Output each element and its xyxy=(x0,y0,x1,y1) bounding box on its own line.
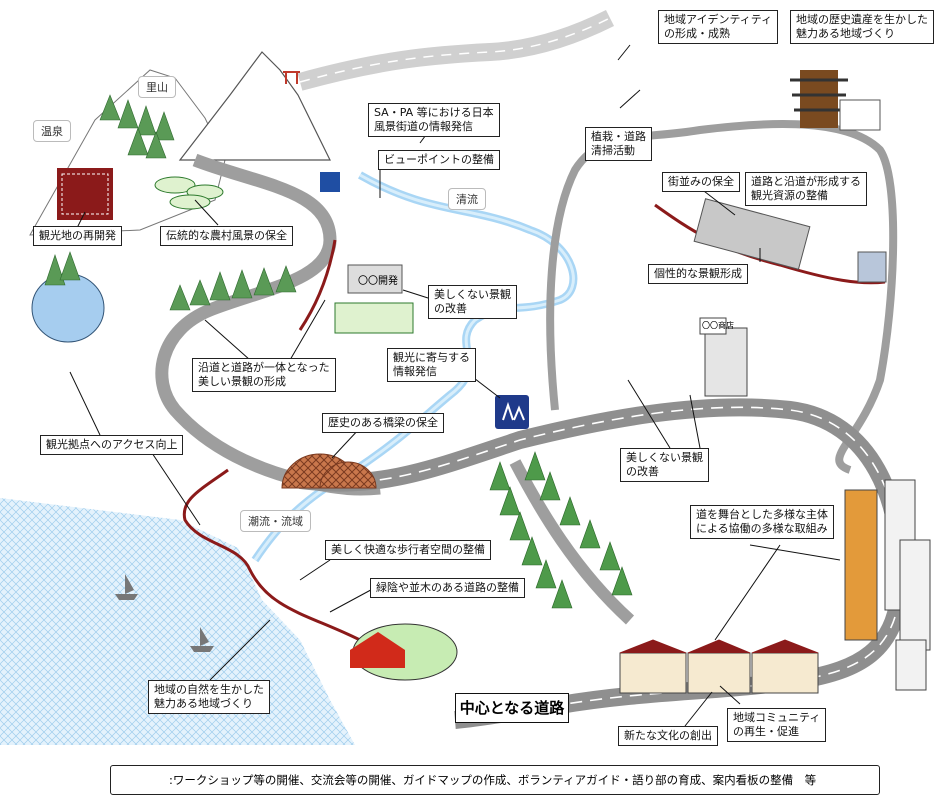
callout-roadside: 沿道と道路が一体となった 美しい景観の形成 xyxy=(192,358,336,392)
callout-identity-line1: 地域アイデンティティ xyxy=(664,13,773,26)
pagoda xyxy=(790,70,881,131)
callout-tourist-redevelopment: 観光地の再開発 xyxy=(33,226,122,246)
callout-community: 地域コミュニティ の再生・促進 xyxy=(727,708,827,742)
forest-tree-lined xyxy=(489,451,633,609)
callout-nature-line2: 魅力ある地域づくり xyxy=(154,697,253,710)
town-buildings xyxy=(619,639,819,694)
callout-identity: 地域アイデンティティ の形成・成熟 xyxy=(658,10,779,44)
callout-green-road: 緑陰や並木のある道路の整備 xyxy=(370,578,525,598)
callout-roadside-line2: 美しい景観の形成 xyxy=(198,375,286,388)
callout-nature-line1: 地域の自然を生かした xyxy=(154,683,264,696)
callout-ugly-landscape-1: 美しくない景観 の改善 xyxy=(428,285,517,319)
callout-resource: 道路と沿道が形成する 観光資源の整備 xyxy=(745,172,867,206)
callout-pedestrian: 美しく快適な歩行者空間の整備 xyxy=(325,540,491,560)
callout-stage: 道を舞台とした多様な主体 による協働の多様な取組み xyxy=(690,505,834,539)
callout-resource-line2: 観光資源の整備 xyxy=(751,189,828,202)
sailboat-2 xyxy=(190,627,214,652)
callout-ugly-landscape-2-line2: の改善 xyxy=(626,465,659,478)
callout-tourism-info: 観光に寄与する 情報発信 xyxy=(387,348,476,382)
callout-sa-pa: SA・PA 等における日本 風景街道の情報発信 xyxy=(368,103,500,137)
callout-identity-line2: の形成・成熟 xyxy=(664,27,730,40)
parking-cars xyxy=(857,251,887,283)
callout-nature: 地域の自然を生かした 魅力ある地域づくり xyxy=(148,680,270,714)
forest-left xyxy=(44,94,297,311)
callout-ugly-landscape-1-line1: 美しくない景観 xyxy=(434,288,511,301)
callout-community-line2: の再生・促進 xyxy=(733,725,799,738)
callout-stage-line1: 道を舞台とした多様な主体 xyxy=(696,508,828,521)
callout-traditional-farm: 伝統的な農村風景の保全 xyxy=(160,226,293,246)
callout-sa-pa-line2: 風景街道の情報発信 xyxy=(374,120,473,133)
callout-heritage-line1: 地域の歴史遺産を生かした xyxy=(796,13,928,26)
callout-tourism-info-line1: 観光に寄与する xyxy=(393,351,470,364)
area-label-satoyama: 里山 xyxy=(138,76,176,98)
callout-new-culture: 新たな文化の創出 xyxy=(618,726,718,746)
leader-lines xyxy=(69,44,841,727)
callout-planting: 植栽・道路 清掃活動 xyxy=(585,127,652,161)
expressway xyxy=(297,9,615,91)
callout-ugly-landscape-2-line1: 美しくない景観 xyxy=(626,451,703,464)
callout-planting-line1: 植栽・道路 xyxy=(591,130,646,143)
callout-ugly-landscape-1-line2: の改善 xyxy=(434,302,467,315)
torii-gate xyxy=(283,71,300,84)
callout-tourism-info-line2: 情報発信 xyxy=(393,365,437,378)
callout-sa-pa-line1: SA・PA 等における日本 xyxy=(374,106,494,119)
billboard-field xyxy=(334,302,414,334)
callout-stage-line2: による協働の多様な取組み xyxy=(696,522,828,535)
area-label-seiryu: 清流 xyxy=(448,188,486,210)
main-mountain xyxy=(178,51,331,161)
callout-access: 観光拠点へのアクセス向上 xyxy=(40,435,184,455)
red-house xyxy=(350,632,405,668)
callout-heritage: 地域の歴史遺産を生かした 魅力ある地域づくり xyxy=(790,10,934,44)
callout-unique-landscape: 個性的な景観形成 xyxy=(648,264,748,284)
pond xyxy=(31,273,105,343)
red-road-sea xyxy=(182,468,361,642)
sailboat-1 xyxy=(115,574,138,600)
central-road-label: 中心となる道路 xyxy=(455,693,569,723)
billboard xyxy=(347,264,403,294)
callout-planting-line2: 清掃活動 xyxy=(591,144,635,157)
callout-roadside-line1: 沿道と道路が一体となった xyxy=(198,361,330,374)
callout-ugly-landscape-2: 美しくない景観 の改善 xyxy=(620,448,709,482)
red-road-left xyxy=(298,239,337,331)
rice-fields xyxy=(154,176,224,210)
callout-bridge: 歴史のある橋梁の保全 xyxy=(322,413,444,433)
callout-viewpoint: ビューポイントの整備 xyxy=(378,150,500,170)
townscape-rowhouses xyxy=(693,198,811,270)
callout-resource-line1: 道路と沿道が形成する xyxy=(751,175,861,188)
hotel-building xyxy=(57,168,113,220)
building-sign-text: 〇〇商店 xyxy=(702,321,734,330)
tourism-signboard xyxy=(495,395,529,429)
callout-heritage-line2: 魅力ある地域づくり xyxy=(796,27,895,40)
high-rise-buildings xyxy=(844,479,931,691)
billboard-text: 〇〇開発 xyxy=(358,276,398,287)
area-label-tidal: 潮流・流域 xyxy=(240,510,311,532)
area-label-onsen: 温泉 xyxy=(33,120,71,142)
parking-sign xyxy=(320,172,340,192)
footer-note: :ワークショップ等の開催、交流会等の開催、ガイドマップの作成、ボランティアガイド… xyxy=(110,765,880,795)
callout-community-line1: 地域コミュニティ xyxy=(733,711,821,724)
shop-building xyxy=(704,327,748,397)
callout-townscape: 街並みの保全 xyxy=(662,172,740,192)
